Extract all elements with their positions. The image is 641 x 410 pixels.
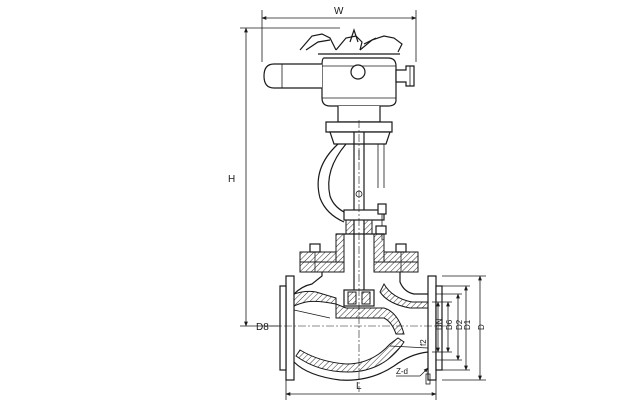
dim-d8-label: D8 [256, 322, 269, 333]
actuator-boss [395, 65, 415, 87]
yoke [317, 121, 393, 223]
actuator-housing [321, 57, 397, 107]
bonnet-nut-right [395, 243, 407, 253]
bonnet [299, 203, 419, 273]
inlet-flange [285, 275, 295, 381]
dim-d2-label: D2 [455, 319, 464, 330]
dim-diameters: DN D6 D2 D1 D [432, 275, 486, 381]
dim-d6-label: D6 [445, 319, 454, 330]
bonnet-nut-left [309, 243, 321, 253]
dim-d1-label: D1 [463, 319, 472, 330]
dim-w-label: W [334, 6, 344, 17]
dim-l-label: L [356, 381, 362, 392]
dim-h: H [228, 27, 340, 327]
dim-w: W [261, 6, 417, 62]
dim-zd-label: Z-d [396, 367, 408, 376]
dim-d-label: D [477, 324, 486, 330]
dim-dn-label: DN [435, 318, 444, 330]
motor [263, 63, 322, 89]
handwheel [299, 28, 403, 55]
dim-f2-label: f2 [419, 339, 428, 346]
dim-h-label: H [228, 174, 235, 185]
dim-l: L [285, 380, 437, 400]
gland-nut [377, 203, 387, 215]
dim-f2: f2 [419, 330, 429, 356]
dim-zd: Z-d [396, 367, 431, 385]
actuator [263, 28, 415, 123]
indicator-window [350, 64, 366, 80]
